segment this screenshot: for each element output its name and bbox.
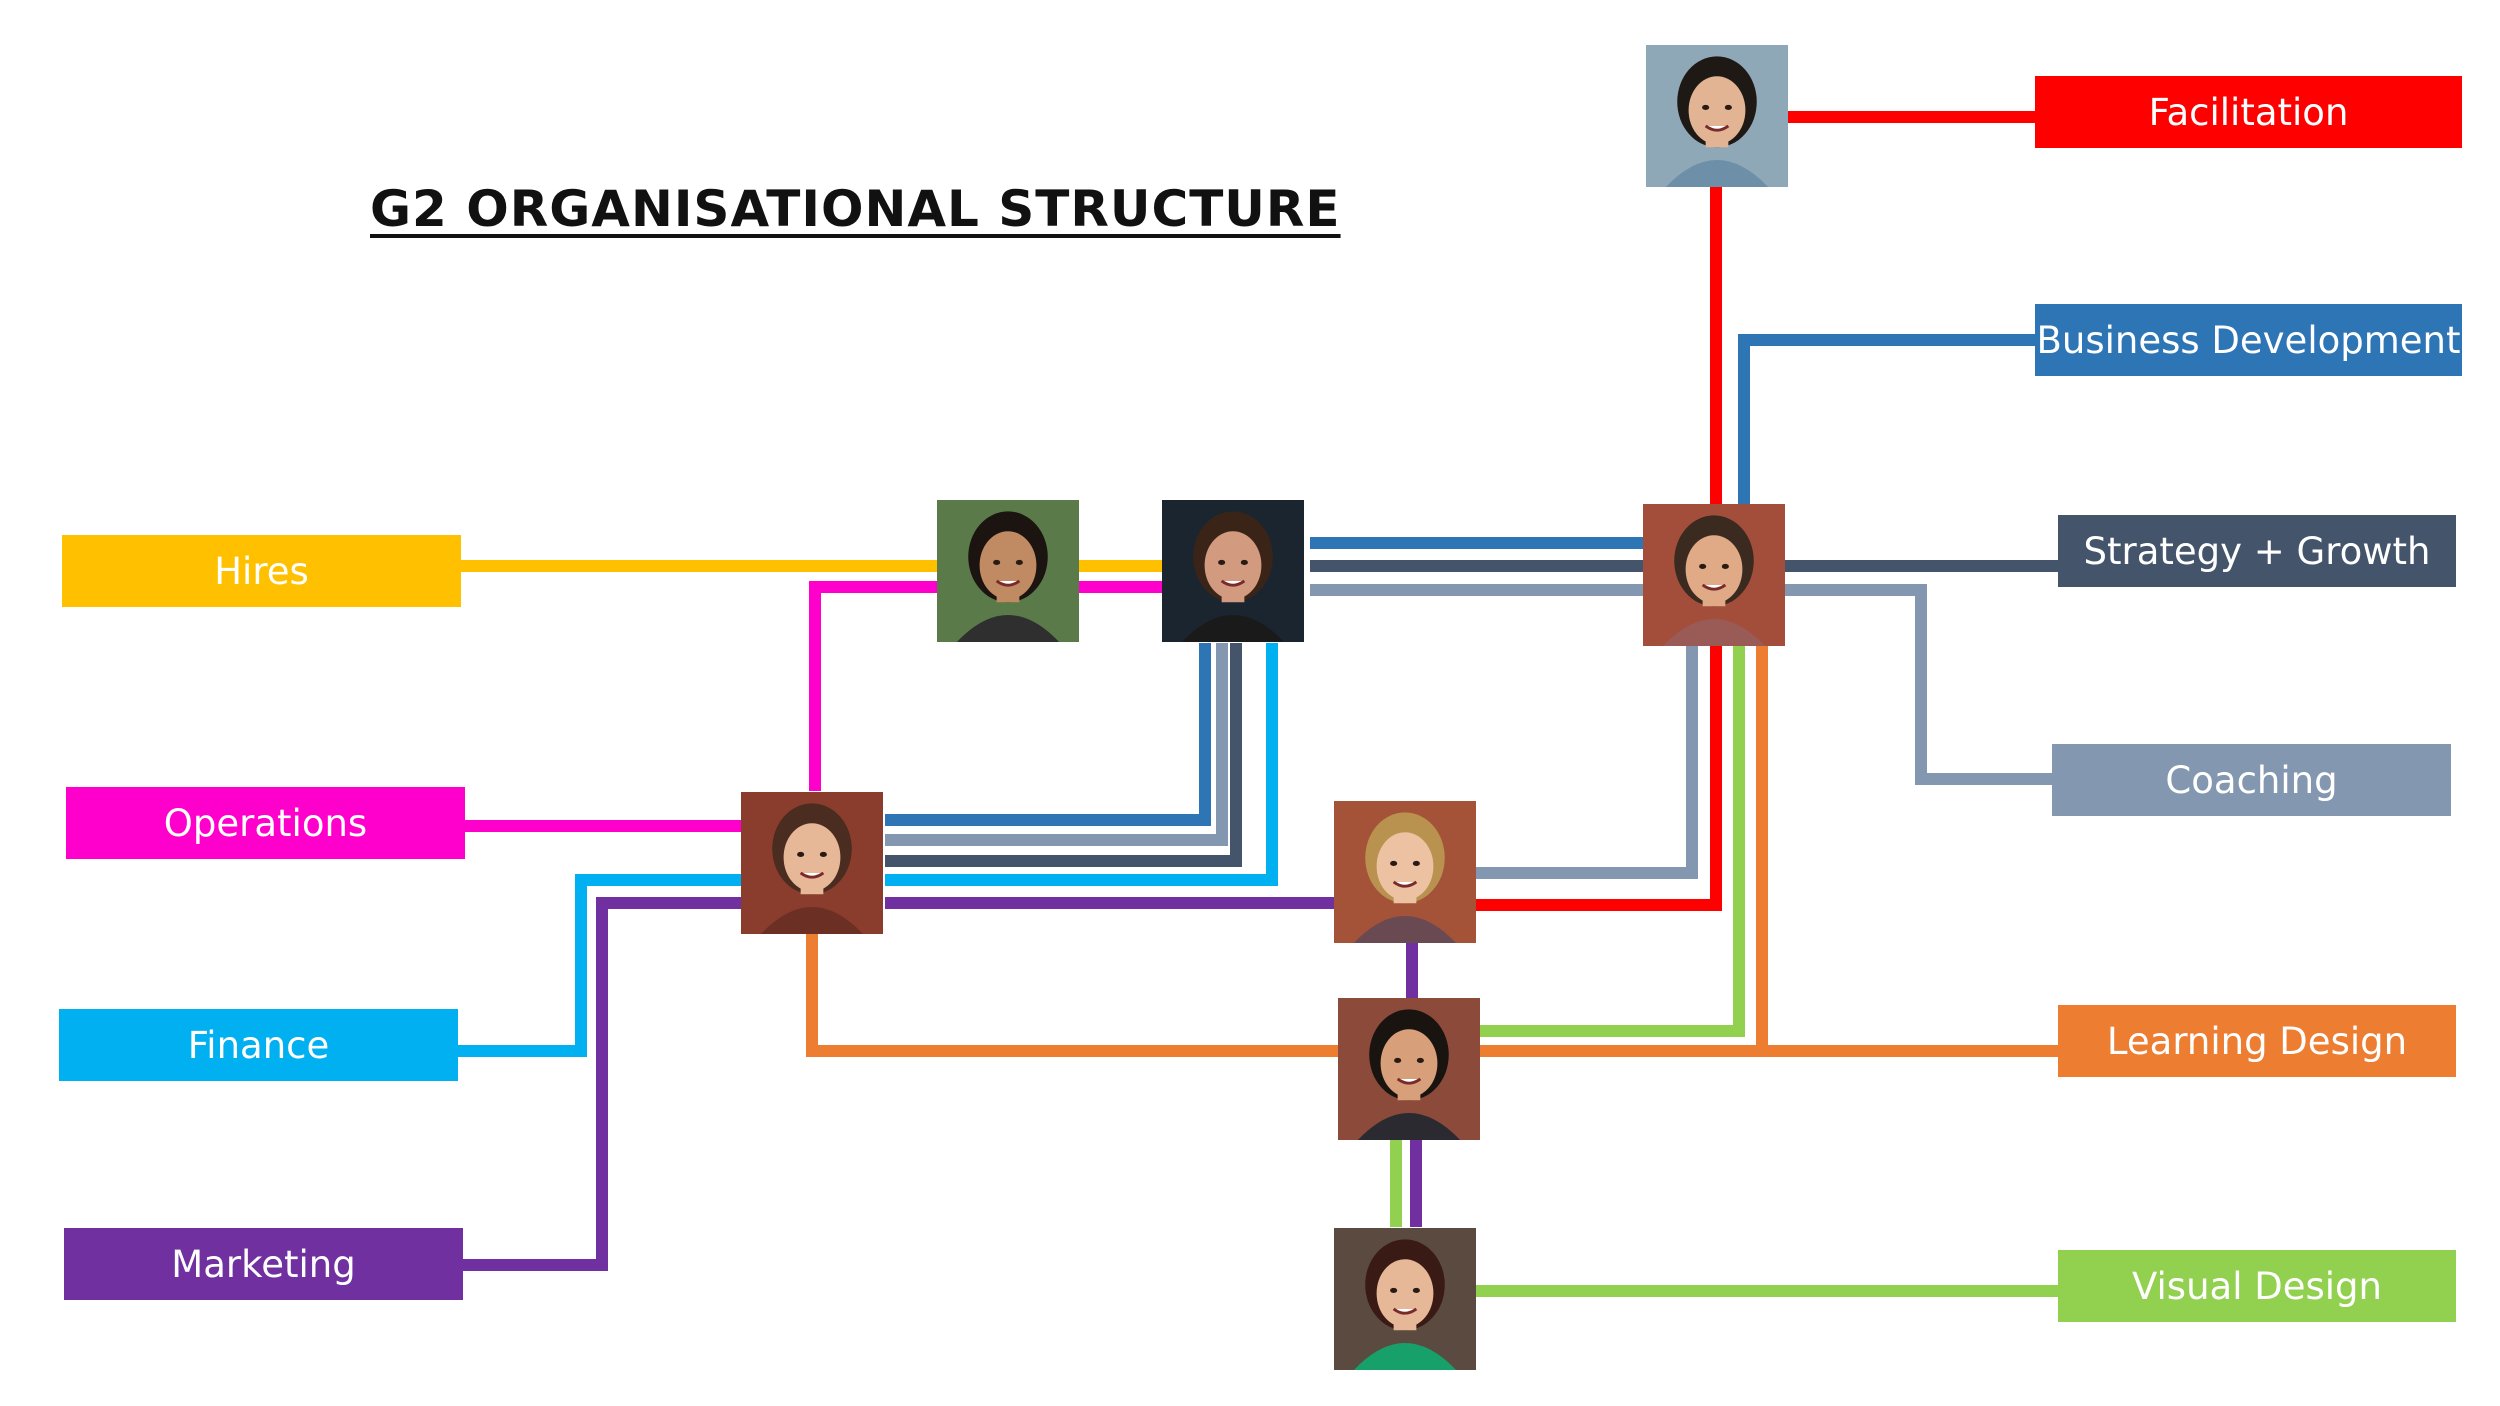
avatar <box>1334 1228 1476 1370</box>
avatar <box>1338 998 1480 1140</box>
connector-learning-design <box>806 646 2063 1057</box>
avatar <box>1334 801 1476 943</box>
connector-operations <box>465 581 1163 832</box>
role-learning-design: Learning Design <box>2058 1005 2456 1077</box>
role-marketing: Marketing <box>64 1228 463 1300</box>
portrait <box>741 792 883 934</box>
connector-strategy-growth <box>885 560 2063 867</box>
role-label: Hires <box>214 549 309 593</box>
role-label: Business Development <box>2036 318 2461 362</box>
page-title: G2 ORGANISATIONAL STRUCTURE <box>370 180 1341 238</box>
portrait <box>1334 801 1476 943</box>
connector-facilitation <box>1475 111 2040 911</box>
role-label: Visual Design <box>2132 1264 2382 1308</box>
role-label: Facilitation <box>2148 90 2349 134</box>
portrait <box>937 500 1079 642</box>
avatar <box>1162 500 1304 642</box>
connector-finance <box>458 643 1278 1057</box>
role-label: Operations <box>163 801 368 845</box>
portrait <box>1162 500 1304 642</box>
role-label: Coaching <box>2165 758 2338 802</box>
role-facilitation: Facilitation <box>2035 76 2462 148</box>
role-hires: Hires <box>62 535 461 607</box>
portrait <box>1334 1228 1476 1370</box>
avatar <box>1646 45 1788 187</box>
connector-marketing <box>463 897 1422 1271</box>
role-label: Strategy + Growth <box>2083 529 2431 573</box>
avatar <box>1643 504 1785 646</box>
connector-visual-design <box>1390 646 2063 1297</box>
role-strategy-growth: Strategy + Growth <box>2058 515 2456 587</box>
avatar <box>937 500 1079 642</box>
portrait <box>1646 45 1788 187</box>
portrait <box>1643 504 1785 646</box>
role-finance: Finance <box>59 1009 458 1081</box>
role-label: Learning Design <box>2106 1019 2408 1063</box>
avatar <box>741 792 883 934</box>
connector-coaching <box>885 584 2056 879</box>
connector-business-development <box>885 334 2040 826</box>
role-coaching: Coaching <box>2052 744 2451 816</box>
role-business-development: Business Development <box>2035 304 2462 376</box>
role-label: Marketing <box>171 1242 356 1286</box>
portrait <box>1338 998 1480 1140</box>
role-label: Finance <box>187 1023 330 1067</box>
role-operations: Operations <box>66 787 465 859</box>
role-visual-design: Visual Design <box>2058 1250 2456 1322</box>
